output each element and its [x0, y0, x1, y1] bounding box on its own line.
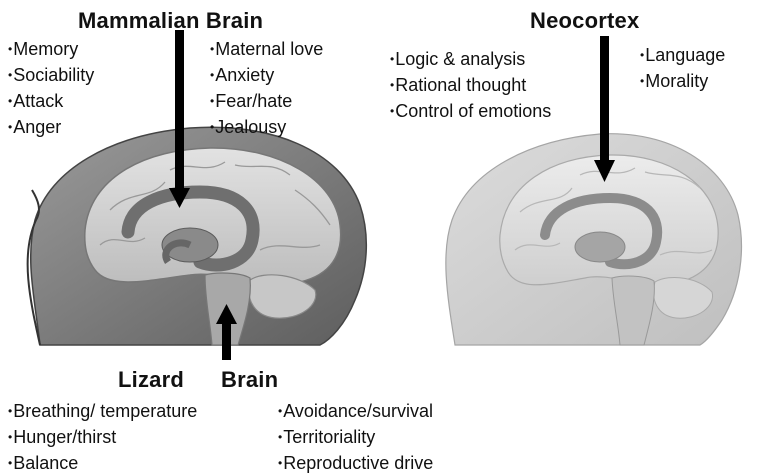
list-item: •Avoidance/survival	[278, 398, 433, 424]
list-item: •Language	[640, 42, 725, 68]
list-item: •Rational thought	[390, 72, 551, 98]
lizard-left-list: •Breathing/ temperature •Hunger/thirst •…	[8, 398, 197, 476]
list-item: •Reproductive drive	[278, 450, 433, 476]
list-item: •Anger	[8, 114, 94, 140]
lizard-right-list: •Avoidance/survival •Territoriality •Rep…	[278, 398, 433, 476]
list-item: •Hunger/thirst	[8, 424, 197, 450]
list-item: •Morality	[640, 68, 725, 94]
list-item: •Sociability	[8, 62, 94, 88]
arrow-neocortex	[594, 36, 615, 182]
mammalian-brain-title: Mammalian Brain	[78, 8, 263, 34]
list-item: •Attack	[8, 88, 94, 114]
brain-title: Brain	[221, 367, 278, 393]
right-thalamus	[575, 232, 625, 262]
mammalian-left-list: •Memory •Sociability •Attack •Anger	[8, 36, 94, 140]
list-item: •Anxiety	[210, 62, 323, 88]
list-item: •Jealousy	[210, 114, 323, 140]
list-item: •Breathing/ temperature	[8, 398, 197, 424]
list-item: •Balance	[8, 450, 197, 476]
list-item: •Territoriality	[278, 424, 433, 450]
right-head-illustration	[446, 134, 742, 345]
neocortex-right-list: •Language •Morality	[640, 42, 725, 94]
list-item: •Maternal love	[210, 36, 323, 62]
list-item: •Memory	[8, 36, 94, 62]
left-head-illustration	[28, 127, 367, 345]
neocortex-title: Neocortex	[530, 8, 639, 34]
lizard-title: Lizard	[118, 367, 184, 393]
neocortex-left-list: •Logic & analysis •Rational thought •Con…	[390, 46, 551, 124]
list-item: •Fear/hate	[210, 88, 323, 114]
list-item: •Logic & analysis	[390, 46, 551, 72]
mammalian-right-list: •Maternal love •Anxiety •Fear/hate •Jeal…	[210, 36, 323, 140]
list-item: •Control of emotions	[390, 98, 551, 124]
